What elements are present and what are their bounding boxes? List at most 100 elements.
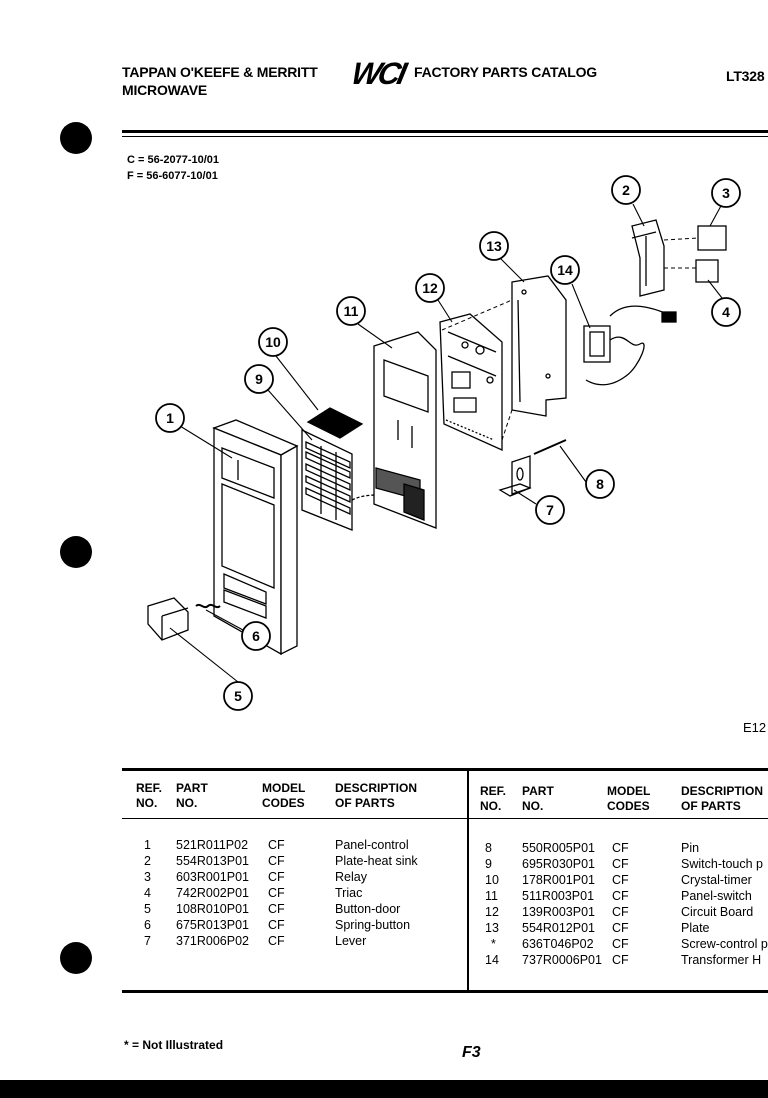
table-cell: Relay [335, 870, 367, 884]
table-cell: CF [268, 886, 285, 900]
callout-6: 6 [252, 628, 260, 644]
table-cell: CF [268, 934, 285, 948]
right-part-column: 550R005P01 695R030P01 178R001P01 511R003… [522, 840, 602, 968]
binder-hole-bottom [60, 942, 92, 974]
table-cell: CF [612, 921, 629, 935]
table-cell: CF [612, 905, 629, 919]
table-cell: 11 [485, 889, 498, 903]
header-rule-thin [122, 136, 768, 137]
table-cell: Panel-control [335, 838, 409, 852]
table-cell: 7 [144, 934, 151, 948]
alignment-lines [441, 237, 699, 441]
table-cell: Transformer H [681, 953, 762, 967]
callout-8: 8 [596, 476, 604, 492]
table-cell: 737R0006P01 [522, 953, 602, 967]
table-cell: Plate-heat sink [335, 854, 418, 868]
table-cell: 6 [144, 918, 151, 932]
right-ref-column: 8 9 10 11 12 13 * 14 [485, 840, 499, 968]
table-cell: 511R003P01 [522, 889, 595, 903]
table-cell: Plate [681, 921, 710, 935]
table-cell: Circuit Board [681, 905, 754, 919]
product-name: MICROWAVE [122, 82, 208, 98]
table-cell: Screw-control p [681, 937, 768, 951]
brand-name: TAPPAN O'KEEFE & MERRITT [122, 64, 318, 80]
table-cell: 14 [485, 953, 499, 967]
table-cell: * [491, 937, 496, 951]
table-cell: CF [268, 838, 285, 852]
table-cell: 521R011P02 [176, 838, 249, 852]
table-cell: Switch-touch p [681, 857, 763, 871]
left-desc-column: Panel-control Plate-heat sink Relay Tria… [335, 837, 418, 949]
table-cell: CF [612, 889, 629, 903]
table-cell: Lever [335, 934, 367, 948]
circuit-board-part [439, 313, 503, 452]
table-cell: CF [268, 870, 285, 884]
spring-part [195, 603, 221, 609]
control-panel-part [212, 419, 299, 656]
model-code-f: F = 56-6077-10/01 [127, 170, 218, 182]
callout-11: 11 [344, 303, 359, 319]
callout-7: 7 [546, 502, 554, 518]
table-cell: 636T046P02 [522, 937, 594, 951]
left-ref-column: 1 2 3 4 5 6 7 [144, 837, 151, 949]
table-cell: 1 [144, 838, 151, 852]
door-button-part [147, 597, 189, 641]
table-cell: 550R005P01 [522, 841, 595, 855]
crystal-timer-part [306, 407, 364, 439]
table-cell: 9 [485, 857, 492, 871]
table-cell: 10 [485, 873, 499, 887]
callout-circles [155, 175, 741, 711]
right-model-column: CF CF CF CF CF CF CF CF [612, 840, 629, 968]
callout-1: 1 [166, 410, 174, 426]
table-cell: 371R006P02 [176, 934, 249, 948]
model-code-c: C = 56-2077-10/01 [127, 154, 220, 166]
table-cell: CF [612, 873, 629, 887]
table-cell: 554R012P01 [522, 921, 595, 935]
table-bottom-rule [122, 990, 768, 993]
table-cell: Crystal-timer [681, 873, 752, 887]
table-cell: CF [268, 902, 285, 916]
table-cell: 675R013P01 [176, 918, 249, 932]
exploded-parts-diagram: 1 2 3 4 5 6 7 8 9 10 11 12 13 14 [147, 175, 741, 711]
binder-hole-middle [60, 536, 92, 568]
left-part-column: 521R011P02 554R013P01 603R001P01 742R002… [176, 837, 249, 949]
figure-code: E12 [743, 720, 767, 735]
callout-5: 5 [234, 688, 242, 704]
pin-part [533, 439, 567, 455]
table-cell: CF [268, 918, 285, 932]
table-cell: 178R001P01 [522, 873, 595, 887]
not-illustrated-note: * = Not Illustrated [124, 1038, 224, 1052]
table-cell: CF [612, 953, 629, 967]
header-ref-left: REF.NO. [136, 781, 163, 810]
table-cell: 12 [485, 905, 499, 919]
table-cell: Spring-button [335, 918, 411, 932]
switch-panel-part [373, 331, 437, 529]
table-header-rule [122, 818, 768, 819]
table-cell: Pin [681, 841, 700, 855]
heat-sink-part [631, 219, 665, 297]
table-cell: 695R030P01 [522, 857, 595, 871]
table-cell: 108R010P01 [176, 902, 249, 916]
callout-14: 14 [557, 262, 573, 278]
table-cell: 603R001P01 [176, 870, 249, 884]
table-cell: Button-door [335, 902, 401, 916]
table-cell: 2 [144, 854, 151, 868]
header-ref-right: REF.NO. [480, 784, 507, 813]
touch-switch-part [301, 428, 403, 531]
table-cell: 13 [485, 921, 499, 935]
triac-part [695, 259, 719, 283]
plate-part [511, 275, 567, 417]
leader-lines [169, 203, 723, 683]
catalog-title: FACTORY PARTS CATALOG [414, 64, 597, 80]
table-cell: 5 [144, 902, 151, 916]
left-model-column: CF CF CF CF CF CF CF [268, 837, 285, 949]
callout-9: 9 [255, 371, 263, 387]
model-number: LT328 [726, 68, 765, 84]
